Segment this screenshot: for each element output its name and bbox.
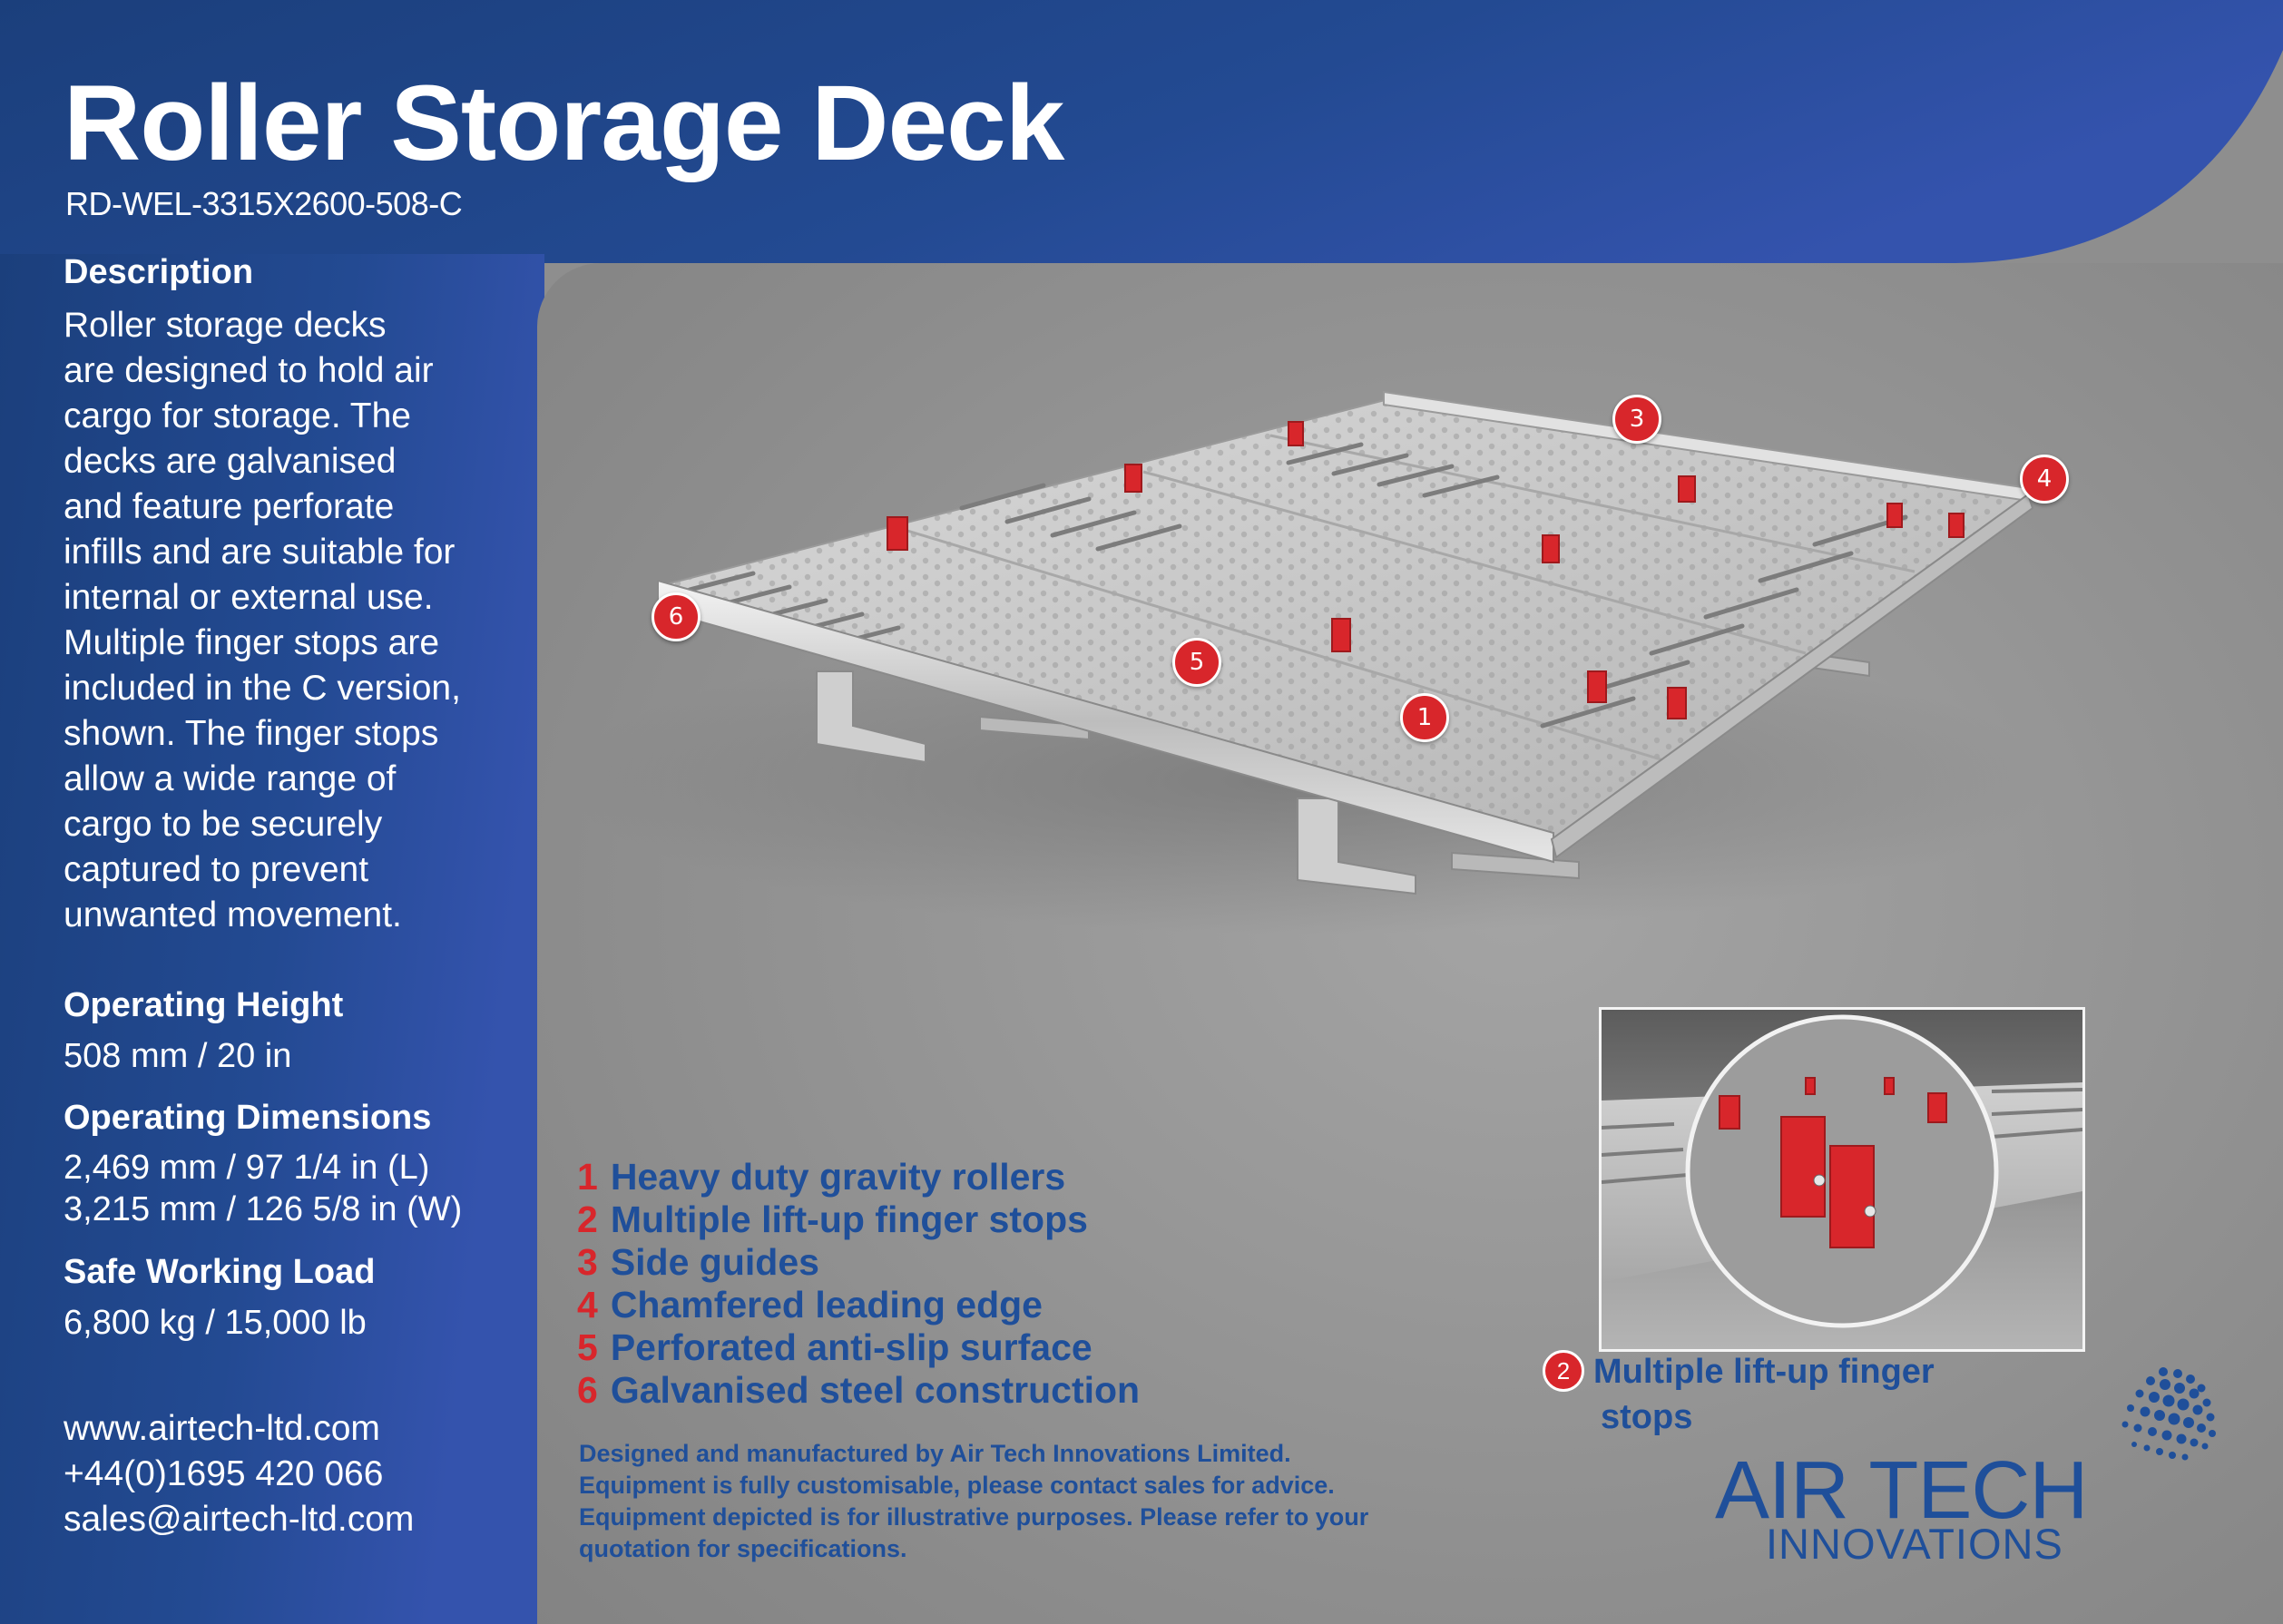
contact-block: www.airtech-ltd.com +44(0)1695 420 066 s… [64, 1406, 414, 1542]
description-line: Roller storage decks [64, 305, 387, 345]
feature-label: Side guides [610, 1241, 819, 1283]
callout-badge-1: 1 [1400, 693, 1449, 742]
spec-safe-working-load: Safe Working Load 6,800 kg / 15,000 lb [64, 1252, 375, 1345]
inset-caption-line2: stops [1601, 1398, 1693, 1436]
feature-label: Galvanised steel construction [610, 1369, 1141, 1411]
safe-working-load-heading: Safe Working Load [64, 1253, 376, 1291]
description-line: Multiple finger stops are [64, 622, 440, 662]
feature-number: 6 [577, 1369, 598, 1411]
logo-wordmark-primary: AIR TECH [1715, 1445, 2088, 1536]
disclaimer-line: Equipment depicted is for illustrative p… [579, 1503, 1369, 1531]
phone-number[interactable]: +44(0)1695 420 066 [64, 1454, 384, 1493]
description-body: Roller storage decks are designed to hol… [64, 303, 461, 938]
operating-height-heading: Operating Height [64, 986, 344, 1024]
description-line: shown. The finger stops [64, 713, 439, 753]
description-line: allow a wide range of [64, 758, 397, 798]
operating-dimensions-heading: Operating Dimensions [64, 1099, 432, 1137]
description-line: captured to prevent [64, 849, 369, 889]
feature-item: 2 Multiple lift-up finger stops [577, 1198, 1140, 1241]
air-tech-logo: AIR TECH INNOVATIONS [1715, 1361, 2223, 1579]
callout-badge-2: 2 [1543, 1350, 1584, 1392]
disclaimer-line: Equipment is fully customisable, please … [579, 1472, 1335, 1499]
product-code: RD-WEL-3315X2600-508-C [65, 185, 463, 222]
logo-wordmark-secondary: INNOVATIONS [1766, 1520, 2063, 1568]
feature-item: 1 Heavy duty gravity rollers [577, 1156, 1140, 1198]
callout-badge-3: 3 [1612, 395, 1661, 444]
finger-stop-detail-inset [1599, 1007, 2085, 1352]
feature-item: 3 Side guides [577, 1241, 1140, 1284]
feature-number: 5 [577, 1326, 598, 1368]
callout-badge-6: 6 [652, 592, 701, 641]
feature-label: Heavy duty gravity rollers [610, 1156, 1066, 1198]
email-link[interactable]: sales@airtech-ltd.com [64, 1500, 415, 1539]
website-link[interactable]: www.airtech-ltd.com [64, 1409, 380, 1448]
feature-number: 3 [577, 1241, 598, 1283]
description-line: cargo to be securely [64, 804, 383, 844]
deck-legs [816, 651, 1870, 895]
safe-working-load-value: 6,800 kg / 15,000 lb [64, 1303, 367, 1342]
description-line: internal or external use. [64, 577, 434, 617]
description-line: included in the C version, [64, 668, 461, 708]
operating-height-value: 508 mm / 20 in [64, 1036, 292, 1075]
feature-item: 5 Perforated anti-slip surface [577, 1326, 1140, 1369]
description-line: cargo for storage. The [64, 396, 411, 435]
feature-label: Multiple lift-up finger stops [610, 1198, 1088, 1240]
description-line: and feature perforate [64, 486, 395, 526]
description-heading: Description [64, 253, 254, 291]
feature-list: 1 Heavy duty gravity rollers 2 Multiple li… [577, 1156, 1140, 1412]
description-line: unwanted movement. [64, 895, 402, 934]
description-section: Description Roller storage decks are des… [64, 252, 461, 938]
inset-caption-line1: Multiple lift-up finger [1593, 1353, 1935, 1391]
globe-dots-icon [2121, 1367, 2216, 1461]
description-line: infills and are suitable for [64, 532, 456, 572]
disclaimer-text: Designed and manufactured by Air Tech In… [579, 1438, 1495, 1565]
operating-dimensions-width: 3,215 mm / 126 5/8 in (W) [64, 1189, 463, 1228]
page-title: Roller Storage Deck [64, 64, 1064, 183]
callout-badge-5: 5 [1172, 638, 1221, 687]
feature-number: 2 [577, 1198, 598, 1240]
feature-item: 6 Galvanised steel construction [577, 1369, 1140, 1412]
spec-operating-height: Operating Height 508 mm / 20 in [64, 985, 343, 1078]
feature-label: Perforated anti-slip surface [610, 1326, 1093, 1368]
spec-operating-dimensions: Operating Dimensions 2,469 mm / 97 1/4 i… [64, 1098, 462, 1230]
callout-badge-4: 4 [2020, 455, 2069, 504]
operating-dimensions-length: 2,469 mm / 97 1/4 in (L) [64, 1148, 430, 1187]
feature-label: Chamfered leading edge [610, 1284, 1043, 1326]
disclaimer-line: quotation for specifications. [579, 1535, 907, 1562]
feature-number: 1 [577, 1156, 598, 1198]
description-line: are designed to hold air [64, 350, 434, 390]
feature-item: 4 Chamfered leading edge [577, 1284, 1140, 1326]
finger-stop-detail-illustration [1602, 1014, 2082, 1328]
feature-number: 4 [577, 1284, 598, 1326]
disclaimer-line: Designed and manufactured by Air Tech In… [579, 1440, 1291, 1467]
description-line: decks are galvanised [64, 441, 397, 481]
